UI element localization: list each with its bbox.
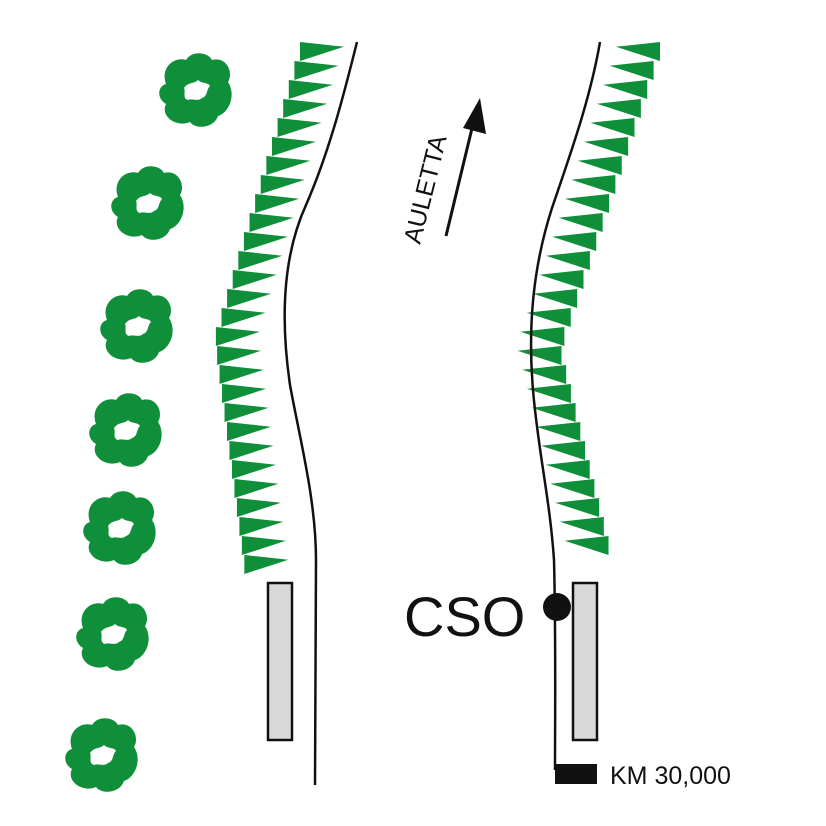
bridge-pier-left: [266, 581, 294, 742]
riverbank-vegetation-icon: [215, 42, 344, 574]
vegetation-tooth: [552, 232, 597, 251]
bridge-pier-right: [571, 581, 599, 742]
vegetation-tooth: [294, 61, 339, 80]
arrow-head: [463, 98, 486, 134]
vegetation-tooth: [584, 137, 629, 156]
vegetation-tooth: [531, 403, 576, 422]
vegetation-tooth: [603, 80, 648, 99]
vegetation-tooth: [564, 536, 609, 555]
arrow-up-right-icon: [444, 119, 476, 237]
vegetation-tooth: [577, 156, 622, 175]
left-riverbank-line: [283, 41, 359, 786]
vegetation-tooth: [288, 80, 333, 99]
vegetation-tooth: [266, 156, 311, 175]
vegetation-tooth: [526, 384, 571, 403]
vegetation-tooth: [234, 479, 279, 498]
vegetation-tooth: [517, 346, 562, 365]
vegetation-tooth: [221, 308, 266, 327]
vegetation-tooth: [590, 118, 635, 137]
tree-icon: [65, 718, 138, 792]
vegetation-tooth: [260, 175, 305, 194]
vegetation-tooth: [536, 422, 581, 441]
tree-icon: [159, 53, 232, 127]
vegetation-tooth: [571, 175, 616, 194]
vegetation-tooth: [271, 137, 316, 156]
vegetation-tooth: [559, 517, 604, 536]
vegetation-tooth: [558, 213, 603, 232]
vegetation-tooth: [533, 289, 578, 308]
riverbank-vegetation-icon: [517, 42, 660, 555]
vegetation-tooth: [243, 232, 288, 251]
vegetation-tooth: [219, 365, 264, 384]
vegetation-tooth: [539, 270, 584, 289]
km-label: KM 30,000: [610, 762, 731, 790]
right-riverbank-line: [529, 41, 602, 771]
vegetation-tooth: [241, 536, 286, 555]
vegetation-tooth: [545, 251, 590, 270]
vegetation-tooth: [520, 327, 565, 346]
vegetation-tooth: [227, 289, 272, 308]
tree-icon: [76, 597, 149, 671]
vegetation-tooth: [239, 517, 284, 536]
vegetation-tooth: [224, 403, 269, 422]
cso-station-icon: [543, 593, 571, 621]
vegetation-tooth: [541, 441, 586, 460]
vegetation-tooth: [232, 270, 277, 289]
vegetation-tooth: [229, 441, 274, 460]
vegetation-tooth: [555, 498, 600, 517]
vegetation-tooth: [255, 194, 300, 213]
vegetation-tooth: [300, 42, 344, 61]
vegetation-tooth: [238, 251, 283, 270]
vegetation-tooth: [215, 327, 260, 346]
vegetation-tooth: [277, 118, 322, 137]
vegetation-tooth: [236, 498, 281, 517]
cso-label: CSO: [404, 585, 525, 648]
vegetation-tooth: [545, 460, 590, 479]
vegetation-tooth: [249, 213, 294, 232]
vegetation-tooth: [244, 555, 289, 574]
flow-label: AULETTA: [399, 132, 453, 246]
vegetation-tooth: [609, 61, 654, 80]
km-marker-icon: [555, 764, 597, 784]
vegetation-tooth: [231, 460, 276, 479]
vegetation-tooth: [550, 479, 595, 498]
tree-icon: [111, 166, 184, 240]
vegetation-tooth: [222, 384, 267, 403]
vegetation-tooth: [564, 194, 609, 213]
tree-row: [65, 53, 232, 792]
vegetation-tooth: [217, 346, 262, 365]
vegetation-tooth: [596, 99, 641, 118]
flow-direction: AULETTA: [399, 98, 486, 246]
vegetation-tooth: [283, 99, 328, 118]
vegetation-tooth: [522, 365, 567, 384]
vegetation-tooth: [616, 42, 660, 61]
vegetation-tooth: [227, 422, 271, 441]
tree-icon: [100, 289, 173, 363]
tree-icon: [83, 491, 156, 565]
tree-icon: [89, 393, 162, 467]
vegetation-tooth: [526, 308, 571, 327]
